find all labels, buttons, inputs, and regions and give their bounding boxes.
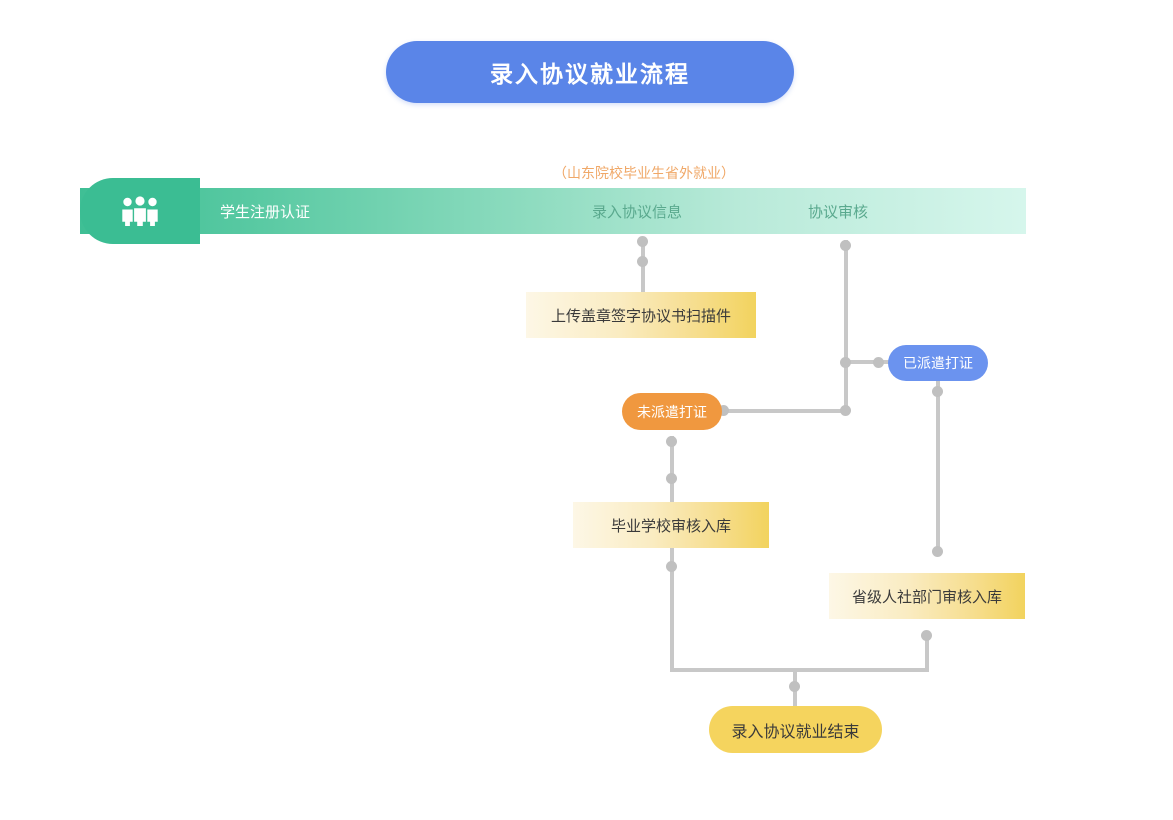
connector-dot — [873, 357, 884, 368]
connector-notdispatched-to-school — [670, 436, 674, 502]
node-dispatched[interactable]: 已派遣打证 — [888, 345, 988, 381]
stage-label-agreement-review: 协议审核 — [808, 203, 869, 221]
connector-dot — [637, 256, 648, 267]
node-label: 已派遣打证 — [903, 355, 973, 371]
connector-dot — [840, 240, 851, 251]
connector-review-to-dispatched — [844, 360, 890, 364]
node-label: 省级人社部门审核入库 — [851, 588, 1002, 606]
connector-dot — [666, 436, 677, 447]
node-not-dispatched[interactable]: 未派遣打证 — [622, 393, 722, 430]
connector-dot — [932, 386, 943, 397]
connector-merge-rail — [670, 668, 929, 672]
connector-province-leg — [925, 632, 929, 670]
node-label: 录入协议就业结束 — [731, 723, 860, 741]
connector-dot — [921, 630, 932, 641]
connector-dot — [718, 405, 729, 416]
stage-label-register: 学生注册认证 — [220, 203, 311, 221]
connector-dot — [637, 236, 648, 247]
page-title: 录入协议就业流程 — [490, 61, 690, 87]
connector-dot — [789, 681, 800, 692]
stage-bar-cap — [80, 178, 200, 244]
connector-dispatched-to-province — [936, 381, 940, 556]
node-label: 毕业学校审核入库 — [610, 517, 731, 535]
connector-dot — [666, 561, 677, 572]
connector-review-to-not-dispatched — [722, 409, 848, 413]
node-school-review[interactable]: 毕业学校审核入库 — [573, 502, 769, 548]
connector-dot — [666, 473, 677, 484]
connector-review-trunk — [844, 240, 848, 415]
connector-dot — [932, 546, 943, 557]
people-group-icon — [120, 196, 160, 226]
connector-dot — [840, 405, 851, 416]
stage-bar — [80, 188, 1026, 234]
node-label: 未派遣打证 — [637, 403, 707, 420]
page-title-banner: 录入协议就业流程 — [386, 41, 794, 103]
connector-dot — [840, 357, 851, 368]
node-label: 上传盖章签字协议书扫描件 — [550, 307, 731, 325]
node-province-review[interactable]: 省级人社部门审核入库 — [829, 573, 1025, 619]
stage-bar-note: （山东院校毕业生省外就业） — [553, 165, 735, 181]
connector-school-leg — [670, 548, 674, 670]
node-flow-end[interactable]: 录入协议就业结束 — [709, 706, 882, 753]
stage-label-enter-agreement: 录入协议信息 — [592, 203, 683, 221]
node-upload-scan[interactable]: 上传盖章签字协议书扫描件 — [526, 292, 756, 338]
